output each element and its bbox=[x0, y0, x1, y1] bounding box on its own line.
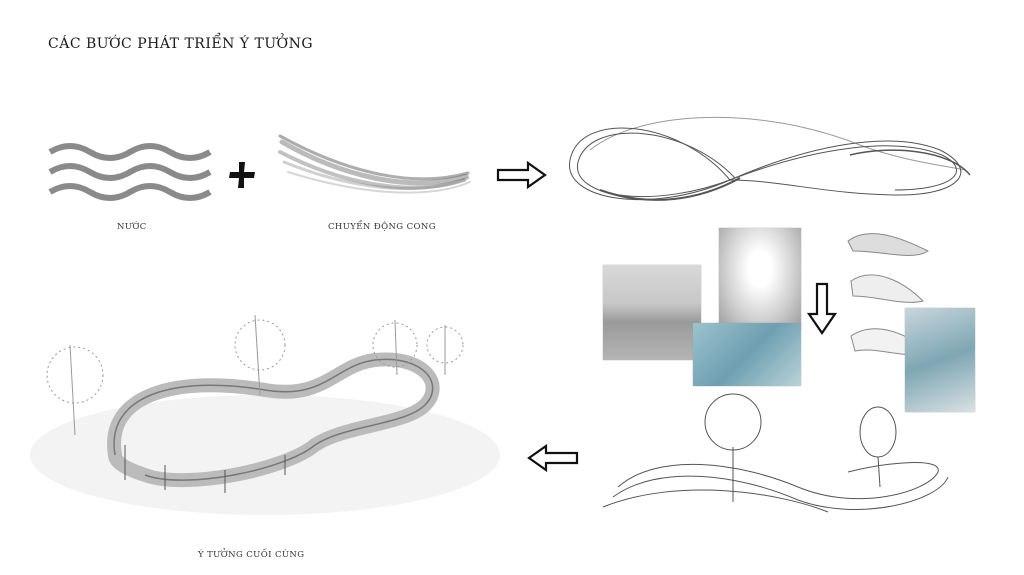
water-caption: NƯỚC bbox=[117, 222, 147, 232]
reference-photo-aerial bbox=[693, 323, 801, 386]
plus-icon bbox=[229, 162, 255, 188]
curve-motion-caption: CHUYỂN ĐỘNG CONG bbox=[328, 222, 436, 232]
infinity-sketch bbox=[569, 116, 971, 201]
arrow-down-icon bbox=[806, 282, 838, 335]
arrow-left-icon bbox=[527, 443, 579, 473]
final-idea-caption: Ý TƯỞNG CUỐI CÙNG bbox=[198, 550, 305, 560]
reference-photo-harbor bbox=[603, 265, 701, 360]
curved-motion-image bbox=[278, 134, 471, 194]
final-design-render bbox=[30, 314, 500, 515]
water-waves-icon bbox=[48, 143, 212, 201]
reference-photo-spiral bbox=[719, 228, 801, 330]
arrow-right-icon bbox=[496, 160, 547, 190]
reference-photo-park bbox=[905, 308, 975, 412]
perspective-sketch bbox=[602, 393, 949, 513]
page-title: CÁC BƯỚC PHÁT TRIỂN Ý TƯỞNG bbox=[48, 36, 314, 52]
